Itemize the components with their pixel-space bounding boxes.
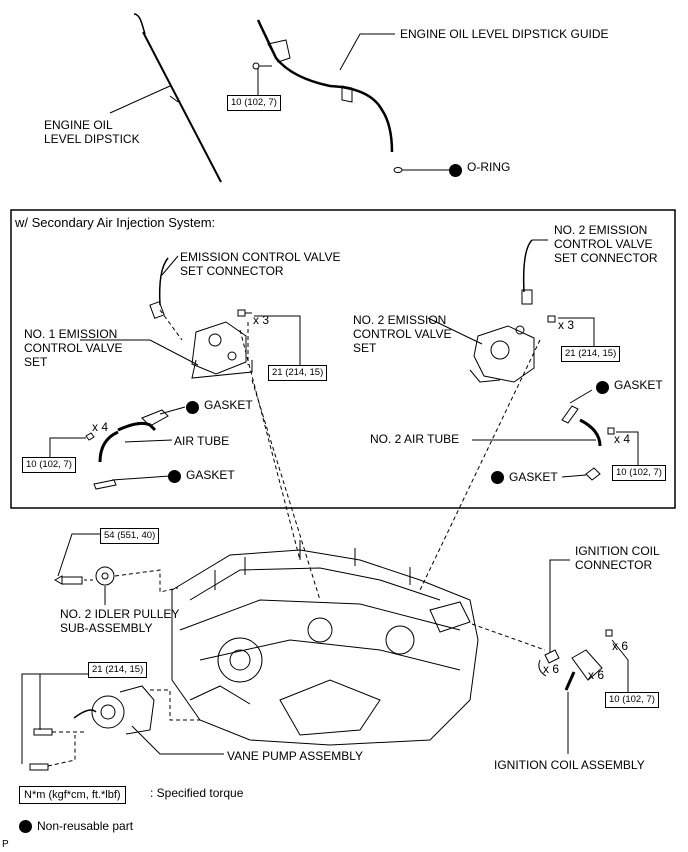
airtube-right-torque-leader [616, 431, 639, 466]
gasket-rb-leader [561, 474, 587, 478]
oring-shape [393, 167, 403, 173]
idler-torque-leader [57, 533, 100, 577]
ignition-torque-leader [611, 639, 629, 692]
dipstick-guide-label: ENGINE OIL LEVEL DIPSTICK GUIDE [400, 27, 609, 41]
torque-ecv2: 21 (214, 15) [561, 346, 621, 362]
vane-leader [131, 725, 224, 755]
engine-drawing [171, 540, 479, 746]
ecv-connector-label: EMISSION CONTROL VALVE SET CONNECTOR [180, 250, 341, 278]
air-tube-leader [124, 439, 173, 443]
guide-leader [339, 33, 395, 71]
ignition-coil-drawing [538, 629, 613, 691]
idler-pulley-drawing [53, 566, 115, 586]
dipstick-guide-drawing [252, 19, 394, 153]
non-reusable-icon [168, 470, 181, 483]
dashed-ecv1-engine [251, 379, 321, 601]
ecv-connector-drawing [149, 257, 169, 319]
airtube-left-torque-leader [49, 437, 86, 458]
qty-x3-left: x 3 [253, 313, 270, 327]
ign-coil-connector-label: IGNITION COIL CONNECTOR [575, 544, 660, 572]
legend-torque-box: N*m (kgf*cm, ft.*lbf) [19, 786, 126, 804]
air-tube-label: AIR TUBE [174, 434, 230, 448]
connector-dashed [159, 309, 183, 341]
legend-torque-label: : Specified torque [150, 786, 244, 800]
dashed-coil-engine [471, 623, 546, 651]
coil-connector-leader [549, 559, 570, 652]
torque-ecv1: 21 (214, 15) [268, 365, 328, 381]
no2-ecv-drawing [469, 289, 535, 383]
vane-torque-leader [21, 673, 92, 764]
no1-ecv-leader [80, 339, 199, 366]
qty-x6-c: x 6 [588, 668, 605, 682]
bolt-icons-left [237, 309, 252, 317]
ign-coil-assembly-label: IGNITION COIL ASSEMBLY [494, 758, 645, 772]
no2-air-tube-label: NO. 2 AIR TUBE [370, 432, 460, 446]
dashed-vane-engine [150, 689, 200, 721]
no2-ecv-leader [427, 317, 483, 345]
section-box [10, 209, 676, 509]
torque-idler: 54 (551, 40) [100, 528, 160, 544]
qty-x6-b: x 6 [543, 662, 560, 676]
gasket-lb-leader [111, 475, 171, 481]
non-reusable-icon [449, 164, 462, 177]
dipstick-label: ENGINE OIL LEVEL DIPSTICK [44, 118, 140, 146]
no1-ecv-drawing [191, 321, 253, 379]
corner-mark: P [2, 839, 9, 850]
torque-airtube-left: 10 (102, 7) [22, 457, 76, 473]
qty-x4-left: x 4 [92, 420, 109, 434]
gasket-right-top-label: GASKET [614, 378, 663, 392]
gasket-left-bottom-label: GASKET [186, 468, 235, 482]
air-tube-drawing [85, 409, 169, 490]
legend-non-reusable-label: Non-reusable part [37, 819, 134, 833]
vane-pump-drawing [29, 685, 155, 771]
bolt-icons-right [547, 315, 556, 323]
qty-x3-right: x 3 [558, 318, 575, 332]
non-reusable-icon [596, 381, 609, 394]
gasket-rt-leader [569, 389, 593, 404]
no1-ecv-label: NO. 1 EMISSION CONTROL VALVE SET [24, 327, 123, 369]
gasket-lt-leader [159, 406, 186, 415]
non-reusable-icon [19, 820, 32, 833]
dashed-ecv2-engine [419, 339, 541, 591]
gasket-left-top-label: GASKET [204, 398, 253, 412]
torque-airtube-right: 10 (102, 7) [612, 465, 666, 481]
torque-vane: 21 (214, 15) [88, 662, 148, 678]
non-reusable-icon [186, 401, 199, 414]
vane-pump-label: VANE PUMP ASSEMBLY [227, 749, 364, 763]
dipstick-drawing [133, 13, 222, 183]
section-title: w/ Secondary Air Injection System: [15, 215, 216, 230]
torque-guide: 10 (102, 7) [227, 95, 281, 111]
ecv-connector-leader [161, 255, 179, 276]
gasket-right-bottom-label: GASKET [509, 470, 558, 484]
no2-ecv-connector-label: NO. 2 EMISSION CONTROL VALVE SET CONNECT… [554, 223, 658, 265]
ecv1-torque-leader [254, 315, 301, 366]
torque-ignition: 10 (102, 7) [605, 692, 659, 708]
ecv2-torque-leader [558, 317, 595, 346]
non-reusable-icon [491, 471, 504, 484]
qty-x4-right: x 4 [614, 432, 631, 446]
qty-x6-a: x 6 [612, 639, 629, 653]
idler-pulley-label: NO. 2 IDLER PULLEY SUB-ASSEMBLY [60, 607, 180, 635]
no2-air-tube-drawing [561, 405, 615, 481]
no2-ecv-label: NO. 2 EMISSION CONTROL VALVE SET [353, 313, 452, 355]
oring-label: O-RING [467, 160, 511, 174]
dipstick-leader [109, 85, 171, 114]
dashed-idler-engine [114, 569, 179, 593]
